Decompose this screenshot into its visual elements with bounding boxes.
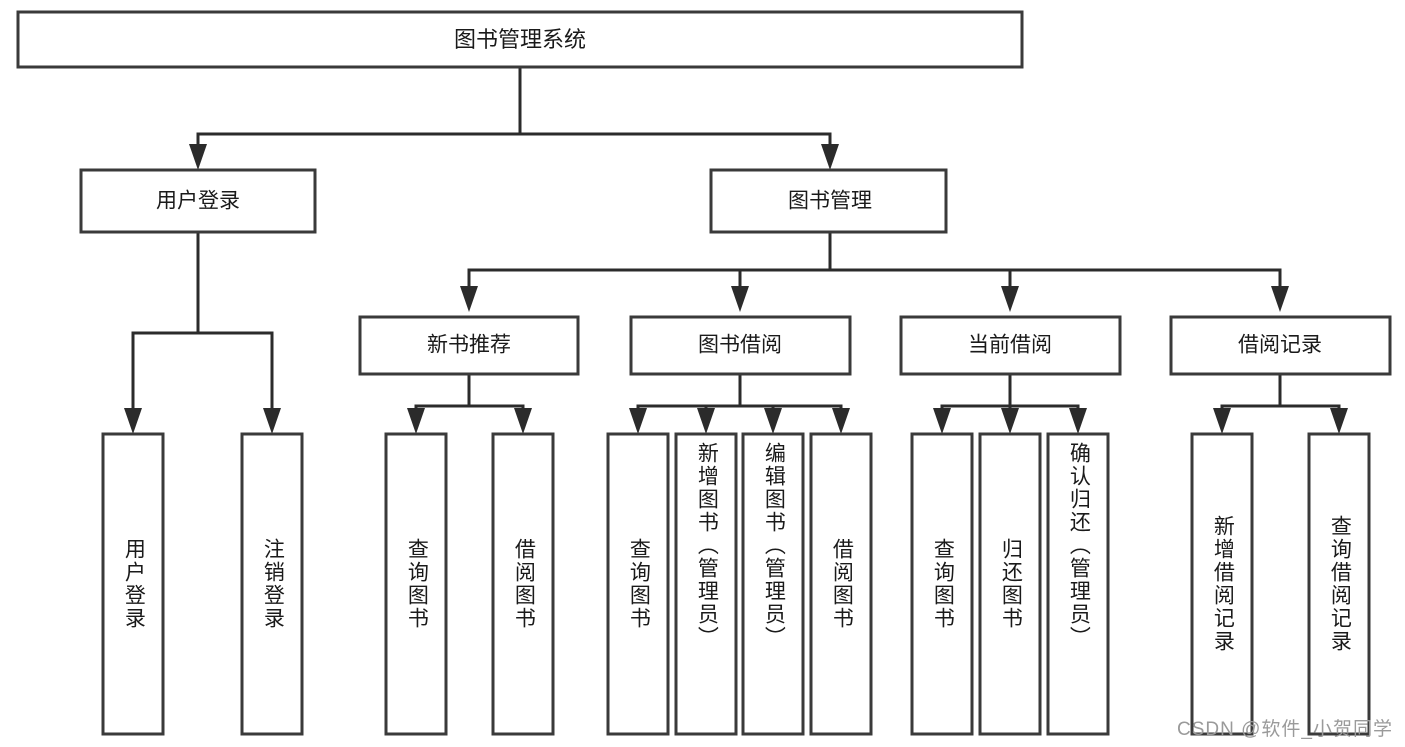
node-root[interactable]: 图书管理系统 <box>16 10 1024 69</box>
arrow-level3-4 <box>1271 286 1289 312</box>
leaf-box-recommend-0[interactable] <box>384 432 448 736</box>
node-borrow-record[interactable]: 借阅记录 <box>1169 315 1392 376</box>
arrow-level3-2 <box>731 286 749 312</box>
node-current-borrow-box[interactable] <box>899 315 1122 376</box>
leaf-box-user-login-0[interactable] <box>101 432 165 736</box>
arrow-recommend-2 <box>514 408 532 434</box>
node-current-borrow[interactable]: 当前借阅 <box>899 315 1122 376</box>
arrow-current-1 <box>933 408 951 434</box>
connector-group <box>124 65 1348 434</box>
arrow-level3-3 <box>1001 286 1019 312</box>
arrow-borrow-1 <box>629 408 647 434</box>
node-book-management-box[interactable] <box>709 168 948 234</box>
leaf-box-record-1[interactable] <box>1307 432 1371 736</box>
node-book-borrow-label: 图书借阅 <box>698 334 782 357</box>
node-book-management-label: 图书管理 <box>788 190 872 213</box>
node-user-login-label: 用户登录 <box>156 190 240 213</box>
leaf-box-group <box>101 432 1371 736</box>
leaf-box-borrow-3[interactable] <box>809 432 873 736</box>
node-book-management[interactable]: 图书管理 <box>709 168 948 234</box>
node-borrow-record-box[interactable] <box>1169 315 1392 376</box>
arrow-borrow-2 <box>697 408 715 434</box>
node-user-login[interactable]: 用户登录 <box>79 168 317 234</box>
node-new-book-recommend-label: 新书推荐 <box>427 334 511 357</box>
arrow-record-2 <box>1330 408 1348 434</box>
leaf-box-user-login-1[interactable] <box>240 432 304 736</box>
leaf-box-current-0[interactable] <box>910 432 974 736</box>
arrow-level2-1 <box>189 144 207 170</box>
node-new-book-recommend-box[interactable] <box>358 315 580 376</box>
arrow-user-login-1 <box>124 408 142 434</box>
arrow-level2-2 <box>821 144 839 170</box>
leaf-box-current-1[interactable] <box>978 432 1042 736</box>
node-new-book-recommend[interactable]: 新书推荐 <box>358 315 580 376</box>
node-current-borrow-label: 当前借阅 <box>968 334 1052 357</box>
arrow-current-2 <box>1001 408 1019 434</box>
node-root-box[interactable] <box>16 10 1024 69</box>
leaf-box-borrow-2[interactable] <box>741 432 805 736</box>
leaf-box-record-0[interactable] <box>1190 432 1254 736</box>
node-root-label: 图书管理系统 <box>454 27 586 52</box>
arrow-borrow-4 <box>832 408 850 434</box>
node-user-login-box[interactable] <box>79 168 317 234</box>
leaf-box-recommend-1[interactable] <box>491 432 555 736</box>
arrow-recommend-1 <box>407 408 425 434</box>
arrow-user-login-2 <box>263 408 281 434</box>
arrow-current-3 <box>1069 408 1087 434</box>
arrow-borrow-3 <box>764 408 782 434</box>
arrow-level3-1 <box>460 286 478 312</box>
leaf-box-borrow-0[interactable] <box>606 432 670 736</box>
node-book-borrow-box[interactable] <box>629 315 852 376</box>
leaf-box-current-2[interactable] <box>1046 432 1110 736</box>
arrow-record-1 <box>1213 408 1231 434</box>
node-borrow-record-label: 借阅记录 <box>1238 334 1322 357</box>
watermark-text: CSDN @软件_小贺同学 <box>1177 719 1393 740</box>
node-book-borrow[interactable]: 图书借阅 <box>629 315 852 376</box>
leaf-box-borrow-1[interactable] <box>674 432 738 736</box>
